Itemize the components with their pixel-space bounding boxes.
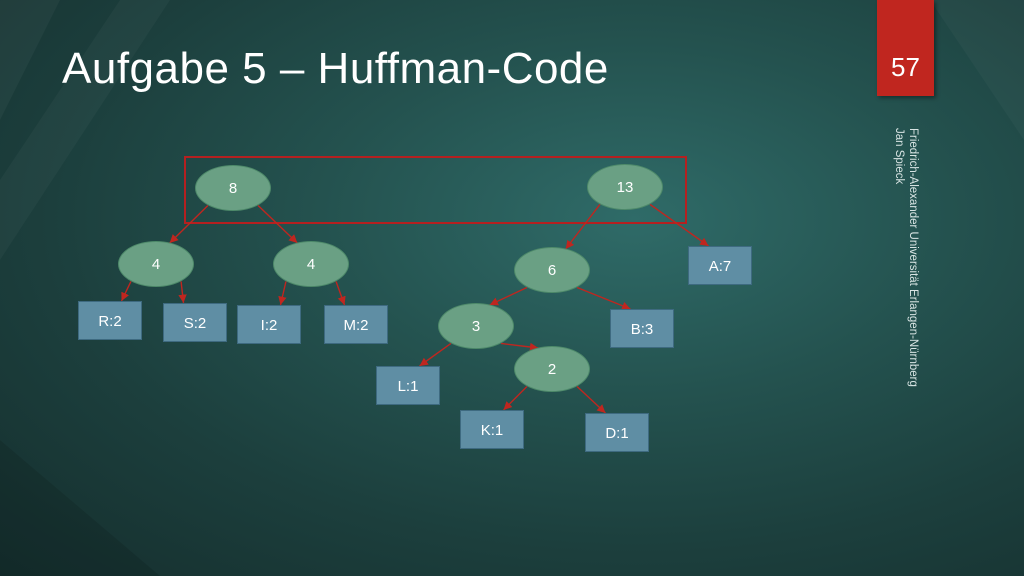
tree-node-label: 4	[151, 256, 161, 273]
tree-edge-n13-A	[649, 203, 709, 247]
leaf-R: R:2	[78, 301, 142, 340]
tree-node-4-left: 4	[118, 241, 194, 287]
page-number-badge: 57	[877, 0, 934, 96]
root-level-highlight	[184, 156, 687, 224]
tree-edge-n3-n2	[500, 342, 539, 352]
leaf-D: D:1	[585, 413, 649, 452]
tree-node-label: 6	[547, 262, 557, 279]
slide-title: Aufgabe 5 – Huffman-Code	[62, 44, 609, 93]
leaf-label: M:2	[343, 317, 369, 334]
tree-edge-n2-D	[576, 385, 606, 414]
tree-node-13: 13	[587, 164, 663, 210]
leaf-label: L:1	[397, 378, 419, 395]
tree-node-6: 6	[514, 247, 590, 293]
leaf-L: L:1	[376, 366, 440, 405]
tree-edge-n6-B	[576, 286, 631, 310]
tree-node-label: 8	[228, 180, 238, 197]
leaf-S: S:2	[163, 303, 227, 342]
tree-node-4-right: 4	[273, 241, 349, 287]
leaf-label: D:1	[605, 425, 629, 442]
leaf-label: B:3	[630, 321, 654, 338]
leaf-I: I:2	[237, 305, 301, 344]
tree-node-3: 3	[438, 303, 514, 349]
leaf-B: B:3	[610, 309, 674, 348]
tree-edge-n2-K	[503, 385, 528, 411]
tree-edge-n3-L	[419, 342, 452, 367]
tree-node-label: 3	[471, 318, 481, 335]
leaf-label: A:7	[708, 258, 732, 275]
leaf-K: K:1	[460, 410, 524, 449]
tree-edge-n8-n4b	[257, 204, 298, 244]
leaf-label: I:2	[260, 317, 278, 334]
tree-node-label: 4	[306, 256, 316, 273]
tree-node-label: 2	[547, 361, 557, 378]
leaf-A: A:7	[688, 246, 752, 285]
tree-edge-n8-n4a	[169, 204, 209, 244]
tree-edge-n6-n3	[489, 286, 528, 306]
leaf-label: R:2	[98, 313, 122, 330]
tree-node-label: 13	[616, 179, 634, 196]
page-number: 57	[891, 52, 920, 82]
leaf-label: S:2	[183, 315, 207, 332]
tree-node-2: 2	[514, 346, 590, 392]
tree-edge-n4a-S	[178, 281, 187, 304]
tree-edge-n4a-R	[120, 281, 132, 302]
leaf-label: K:1	[480, 422, 504, 439]
leaf-M: M:2	[324, 305, 388, 344]
tree-edge-n13-n6	[565, 204, 601, 250]
tree-edge-n4b-I	[278, 281, 287, 306]
tree-edge-n4b-M	[335, 281, 346, 306]
tree-node-8: 8	[195, 165, 271, 211]
